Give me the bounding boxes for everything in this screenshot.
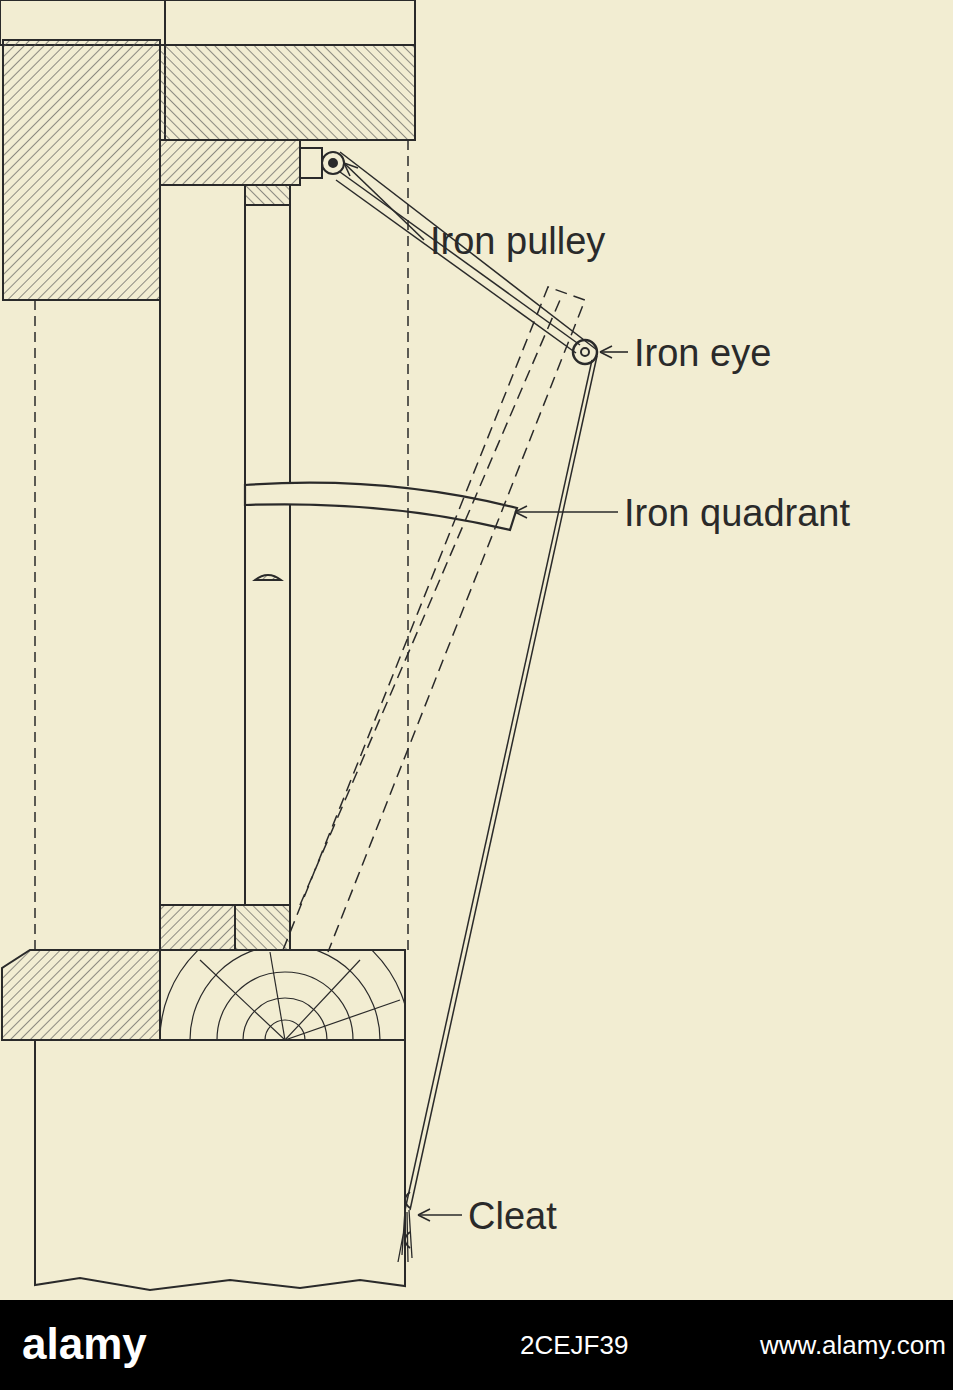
part-label: Iron eye [634,334,771,372]
watermark-text: www.alamy.com [760,1332,946,1358]
part-label: Iron quadrant [624,494,850,532]
watermark-text: 2CEJF39 [520,1332,628,1358]
part-label: Cleat [468,1197,557,1235]
part-label: Iron pulley [430,222,605,260]
watermark-logo: alamy [22,1322,147,1366]
